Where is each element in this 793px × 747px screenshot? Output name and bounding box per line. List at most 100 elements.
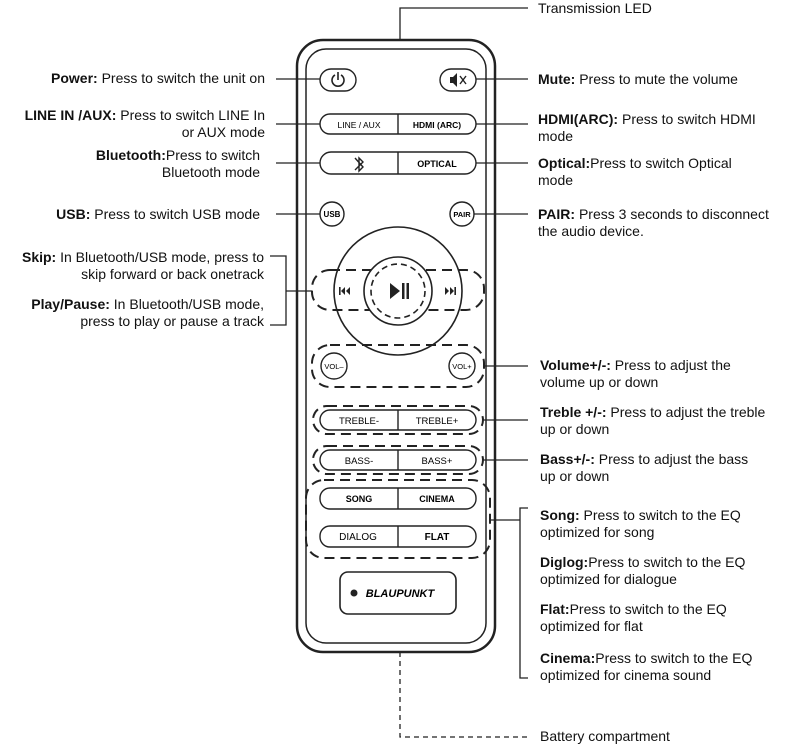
bass-text1: Press to adjust the bass <box>594 451 749 467</box>
logo-dot-icon <box>350 589 358 597</box>
optical-text1: Press to switch Optical <box>590 155 732 171</box>
skip-text1: In Bluetooth/USB mode, press to <box>56 249 264 265</box>
play-pause-icon <box>390 283 409 299</box>
vol-minus-label: VOL– <box>324 362 344 371</box>
flat-button[interactable]: FLAT <box>425 532 450 543</box>
optical-annotation: Optical:Press to switch Optical mode <box>538 155 788 189</box>
power-text: Press to switch the unit on <box>97 70 265 86</box>
mute-annotation: Mute: Press to mute the volume <box>538 71 788 88</box>
dialog-text2: optimized for dialogue <box>540 571 677 587</box>
battery-annotation: Battery compartment <box>540 728 760 745</box>
hdmi-text2: mode <box>538 128 574 144</box>
flat-text2: optimized for flat <box>540 618 643 634</box>
play-annotation: Play/Pause: In Bluetooth/USB mode, press… <box>0 296 264 330</box>
pair-label: PAIR <box>453 210 471 219</box>
mute-title: Mute: <box>538 71 576 87</box>
volume-annotation: Volume+/-: Press to adjust the volume up… <box>540 357 790 391</box>
eq-group-outline <box>305 479 491 559</box>
linein-text1: Press to switch LINE In <box>116 107 265 123</box>
song-button[interactable]: SONG <box>346 494 373 504</box>
logo: BLAUPUNKT <box>366 588 436 600</box>
usb-title: USB: <box>56 206 91 222</box>
linein-title: LINE IN /AUX: <box>24 107 117 123</box>
flat-annotation: Flat:Press to switch to the EQ optimized… <box>540 601 790 635</box>
play-title: Play/Pause: <box>31 296 110 312</box>
bluetooth-text1: Press to switch <box>165 147 260 163</box>
song-title: Song: <box>540 507 580 523</box>
bluetooth-button[interactable] <box>354 156 364 173</box>
logo-plate <box>339 571 457 615</box>
play-text2: press to play or pause a track <box>80 313 264 329</box>
dialog-button[interactable]: DIALOG <box>339 532 377 543</box>
song-text2: optimized for song <box>540 524 655 540</box>
usb-text: Press to switch USB mode <box>90 206 260 222</box>
treble-annotation: Treble +/-: Press to adjust the treble u… <box>540 404 792 438</box>
bass-plus-button[interactable]: BASS+ <box>422 456 453 467</box>
vol-plus-button[interactable] <box>448 352 476 380</box>
vol-plus-label: VOL+ <box>452 362 472 371</box>
play-text1: In Bluetooth/USB mode, <box>109 296 264 312</box>
bluetooth-icon <box>354 156 364 173</box>
cinema-annotation: Cinema:Press to switch to the EQ optimiz… <box>540 650 790 684</box>
linein-text2: or AUX mode <box>181 124 265 140</box>
pair-title: PAIR: <box>538 206 576 222</box>
power-button[interactable] <box>319 68 357 92</box>
skip-back-button[interactable] <box>339 287 350 295</box>
dialog-annotation: Diglog:Press to switch to the EQ optimiz… <box>540 554 790 588</box>
dialog-text1: Press to switch to the EQ <box>588 554 746 570</box>
bass-text2: up or down <box>540 468 610 484</box>
song-text1: Press to switch to the EQ <box>579 507 741 523</box>
battery-leader <box>399 652 530 738</box>
skip-title: Skip: <box>21 249 57 265</box>
led-leader <box>399 7 528 40</box>
dialog-title: Diglog: <box>540 554 589 570</box>
cinema-text1: Press to switch to the EQ <box>595 650 753 666</box>
bluetooth-annotation: Bluetooth:Press to switch Bluetooth mode <box>20 147 260 181</box>
hdmi-button[interactable]: HDMI (ARC) <box>413 120 461 130</box>
next-track-icon <box>445 287 456 295</box>
power-annotation: Power: Press to switch the unit on <box>20 70 265 87</box>
flat-text1: Press to switch to the EQ <box>569 601 727 617</box>
vol-minus-button[interactable] <box>320 352 348 380</box>
skip-forward-button[interactable] <box>445 287 456 295</box>
led-annotation: Transmission LED <box>538 0 788 17</box>
linein-annotation: LINE IN /AUX: Press to switch LINE In or… <box>10 107 265 141</box>
leader-lines-right <box>474 78 528 679</box>
power-icon <box>331 72 345 87</box>
cinema-title: Cinema: <box>540 650 596 666</box>
optical-title: Optical: <box>538 155 591 171</box>
song-annotation: Song: Press to switch to the EQ optimize… <box>540 507 790 541</box>
bass-minus-button[interactable]: BASS- <box>345 456 374 467</box>
bluetooth-title: Bluetooth: <box>95 147 166 163</box>
line-aux-button[interactable]: LINE / AUX <box>338 120 381 130</box>
treble-minus-button[interactable]: TREBLE- <box>339 416 379 427</box>
bass-title: Bass+/-: <box>540 451 595 467</box>
prev-track-icon <box>339 287 350 295</box>
volume-title: Volume+/-: <box>540 357 611 373</box>
cinema-button[interactable]: CINEMA <box>419 494 455 504</box>
usb-label: USB <box>324 210 341 219</box>
volume-text2: volume up or down <box>540 374 659 390</box>
usb-annotation: USB: Press to switch USB mode <box>20 206 260 223</box>
treble-text2: up or down <box>540 421 610 437</box>
mute-text: Press to mute the volume <box>575 71 738 87</box>
bluetooth-text2: Bluetooth mode <box>161 164 260 180</box>
skip-annotation: Skip: In Bluetooth/USB mode, press to sk… <box>0 249 264 283</box>
flat-title: Flat: <box>540 601 570 617</box>
skip-text2: skip forward or back onetrack <box>81 266 264 282</box>
mute-icon <box>450 73 467 87</box>
optical-text2: mode <box>538 172 574 188</box>
treble-plus-button[interactable]: TREBLE+ <box>416 416 459 427</box>
volume-text1: Press to adjust the <box>610 357 731 373</box>
leader-lines-left <box>270 78 320 326</box>
bass-annotation: Bass+/-: Press to adjust the bass up or … <box>540 451 790 485</box>
treble-title: Treble +/-: <box>540 404 607 420</box>
cinema-text2: optimized for cinema sound <box>540 667 712 683</box>
hdmi-annotation: HDMI(ARC): Press to switch HDMI mode <box>538 111 788 145</box>
hdmi-text1: Press to switch HDMI <box>618 111 756 127</box>
led-text: Transmission LED <box>538 0 652 16</box>
remote-body-inner <box>305 48 487 644</box>
optical-button[interactable]: OPTICAL <box>417 159 457 169</box>
mute-button[interactable] <box>439 68 477 92</box>
